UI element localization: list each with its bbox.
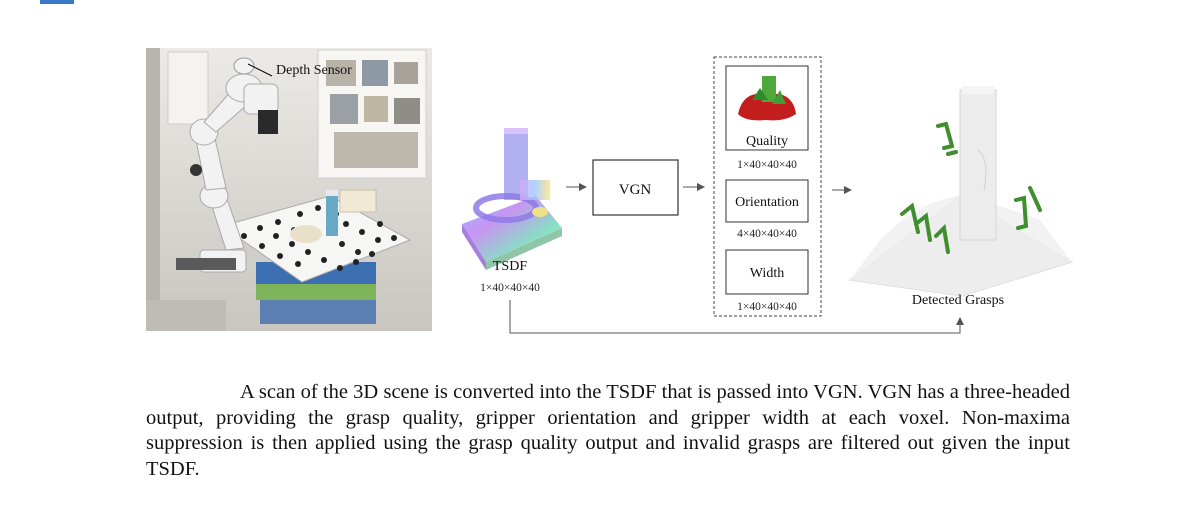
robot-photo: Depth Sensor: [146, 48, 432, 331]
section-marker: [40, 0, 74, 4]
grasp-markers: [900, 121, 1042, 254]
cropped-header: [0, 0, 1204, 10]
quality-label: Quality: [746, 134, 788, 149]
width-label: Width: [750, 266, 784, 281]
width-dims: 1×40×40×40: [737, 301, 797, 313]
detected-grasps-scene: Detected Grasps: [848, 86, 1074, 308]
detected-grasps-label: Detected Grasps: [912, 293, 1004, 308]
quality-head: Quality: [725, 65, 809, 151]
figure-caption: A scan of the 3D scene is converted into…: [146, 380, 1070, 482]
tsdf-feedback-arrow: [509, 300, 964, 334]
tsdf-dims: 1×40×40×40: [480, 282, 540, 294]
orientation-head: Orientation: [725, 179, 809, 223]
width-head: Width: [725, 249, 809, 295]
figure-svg: Depth Sensor TSDF 1×40×40×40 VGN: [146, 48, 1074, 334]
tsdf-label: TSDF: [493, 259, 527, 274]
vgn-block: VGN: [592, 159, 679, 216]
orientation-dims: 4×40×40×40: [737, 228, 797, 240]
orientation-label: Orientation: [735, 195, 799, 210]
vgn-label: VGN: [619, 182, 652, 198]
figure: Depth Sensor TSDF 1×40×40×40 VGN: [146, 48, 1074, 334]
output-heads: Quality 1×40×40×40 Orientation 4×40×40×4…: [713, 56, 822, 317]
quality-dims: 1×40×40×40: [737, 159, 797, 171]
caption-text: A scan of the 3D scene is converted into…: [146, 381, 1070, 480]
depth-sensor-label: Depth Sensor: [276, 63, 352, 78]
tsdf-volume: TSDF 1×40×40×40: [462, 128, 562, 294]
